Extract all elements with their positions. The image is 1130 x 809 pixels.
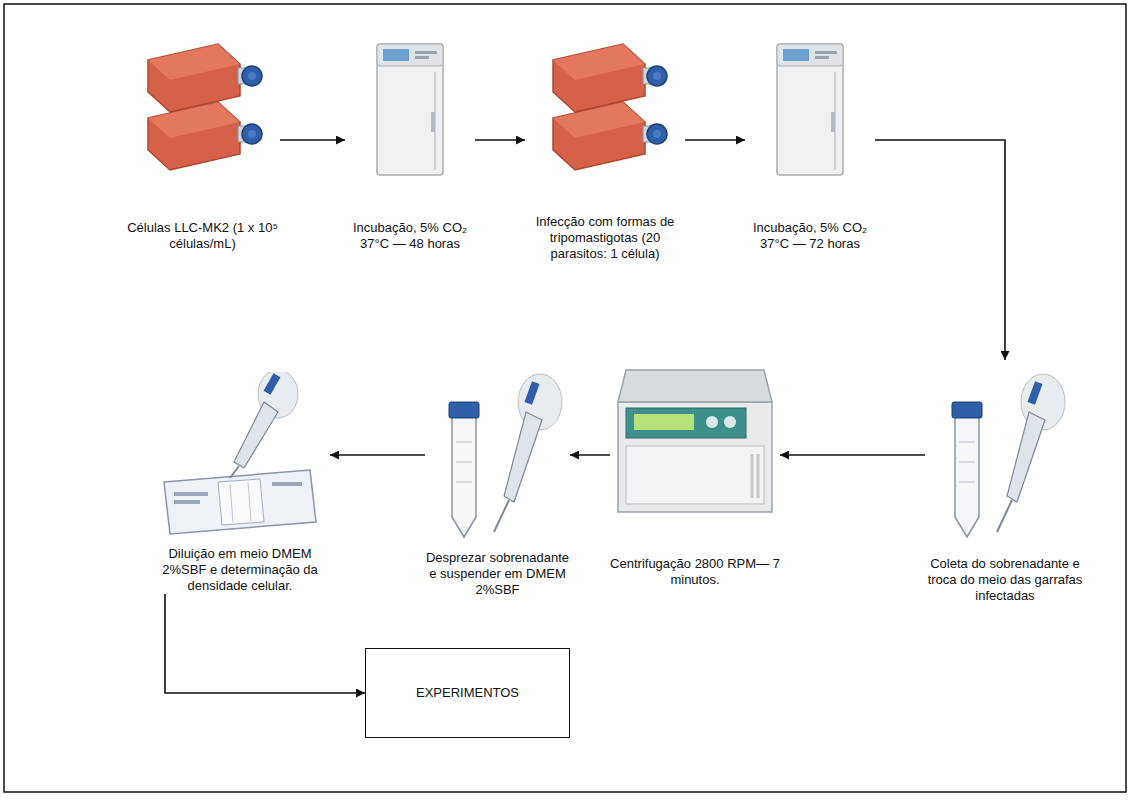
culture-flask-icon — [553, 44, 667, 170]
flow-arrow — [330, 454, 425, 456]
collection-step: Coleta do sobrenadante e troca do meio d… — [925, 360, 1085, 604]
counting-chamber-icon — [164, 370, 316, 534]
flow-arrow — [475, 139, 525, 141]
box-label: EXPERIMENTOS — [416, 685, 519, 701]
flow-arrow — [875, 140, 1005, 360]
centrifugation-step: Centrifugação 2800 RPM— 7 minutos. — [610, 360, 780, 588]
step-caption: Incubação, 5% CO₂ 37°C — 48 horas — [345, 220, 475, 252]
flow-arrow — [570, 454, 610, 456]
tube-pipette-icon — [952, 374, 1065, 537]
incubator-icon — [777, 44, 843, 175]
flow-arrow — [280, 139, 345, 141]
culture-step: Células LLC-MK2 (1 x 10⁵ células/mL) — [125, 34, 280, 252]
flow-arrow — [165, 594, 365, 693]
centrifuge-icon — [618, 370, 772, 512]
step-caption: Infecção com formas de tripomastigotas (… — [525, 214, 685, 262]
experiments-box: EXPERIMENTOS — [365, 648, 570, 738]
step-caption: Coleta do sobrenadante e troca do meio d… — [925, 556, 1085, 604]
incubation-step: Incubação, 5% CO₂ 37°C — 48 horas — [345, 34, 475, 252]
incubation-step: Incubação, 5% CO₂ 37°C — 72 horas — [745, 34, 875, 252]
counting-step: Diluição em meio DMEM 2%SBF e determinaç… — [150, 360, 330, 594]
step-caption: Incubação, 5% CO₂ 37°C — 72 horas — [745, 220, 875, 252]
flow-arrow — [685, 139, 745, 141]
culture-flask-icon — [148, 44, 262, 170]
step-caption: Células LLC-MK2 (1 x 10⁵ células/mL) — [125, 220, 280, 252]
resuspension-step: Desprezar sobrenadante e suspender em DM… — [425, 360, 570, 598]
step-caption: Diluição em meio DMEM 2%SBF e determinaç… — [150, 546, 330, 594]
step-caption: Centrifugação 2800 RPM— 7 minutos. — [610, 556, 780, 588]
flow-arrow — [780, 454, 925, 456]
incubator-icon — [377, 44, 443, 175]
tube-pipette-icon — [449, 374, 562, 537]
infection-step: Infecção com formas de tripomastigotas (… — [525, 34, 685, 262]
step-caption: Desprezar sobrenadante e suspender em DM… — [425, 550, 570, 598]
frame-border — [4, 4, 1126, 792]
